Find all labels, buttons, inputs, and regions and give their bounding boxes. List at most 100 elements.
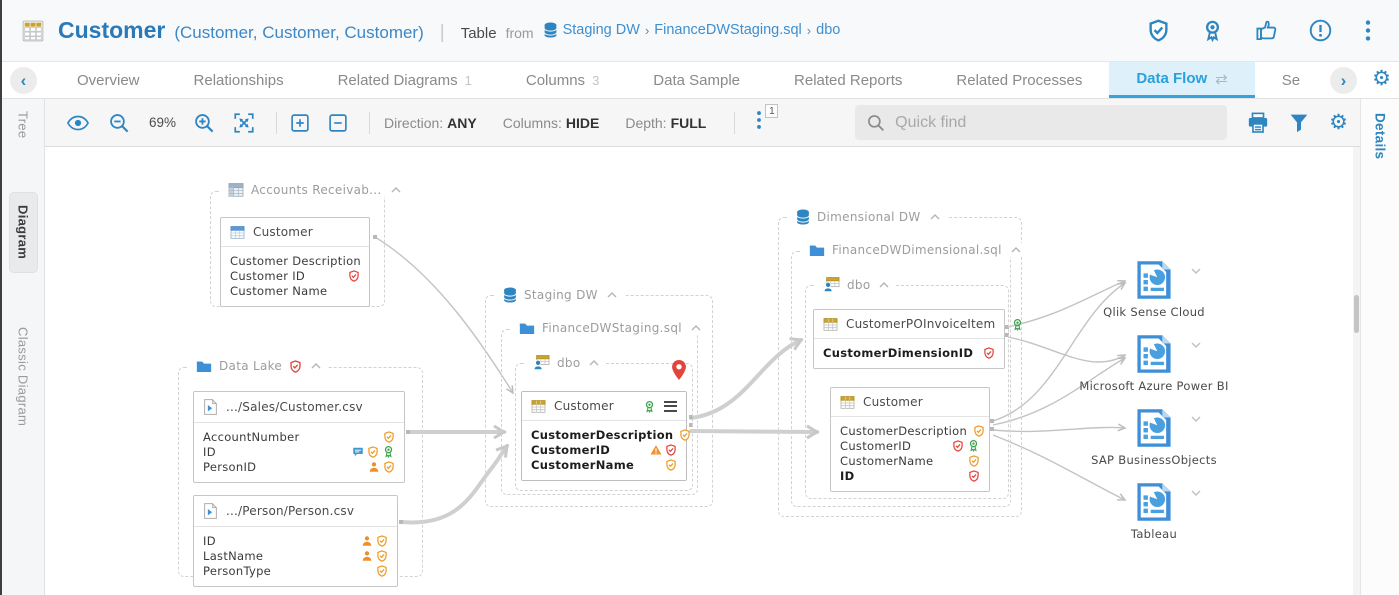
folder-icon bbox=[519, 322, 535, 335]
bi-node-tableau[interactable]: Tableau bbox=[1069, 481, 1239, 541]
page-title: Customer bbox=[58, 17, 166, 43]
quick-find-input[interactable] bbox=[895, 113, 1216, 132]
collapse-chevron-icon[interactable] bbox=[589, 360, 599, 366]
database-icon bbox=[543, 22, 558, 38]
details-panel-tab[interactable]: Details bbox=[1372, 113, 1388, 160]
node-sales-customer-csv[interactable]: .../Sales/Customer.csv AccountNumber ID … bbox=[193, 391, 405, 483]
expand-all-button[interactable] bbox=[291, 114, 309, 132]
bi-report-icon bbox=[1135, 259, 1173, 301]
collapse-chevron-icon[interactable] bbox=[391, 187, 401, 193]
object-type-label: Table bbox=[460, 25, 497, 42]
tabs-settings-gear-icon[interactable]: ⚙ bbox=[1372, 67, 1391, 90]
expand-chevron-icon[interactable] bbox=[1191, 335, 1201, 353]
bi-report-icon bbox=[1135, 333, 1173, 375]
breadcrumb-file[interactable]: FinanceDWStaging.sql bbox=[654, 22, 802, 38]
collapse-all-button[interactable] bbox=[329, 114, 347, 132]
edge-po-to-powerbi bbox=[1007, 336, 1127, 363]
node-dim-customer[interactable]: Customer CustomerDescription CustomerID … bbox=[830, 387, 990, 492]
more-options-button[interactable]: 1 bbox=[755, 104, 779, 135]
group-dimensional-dw: Dimensional DW bbox=[778, 209, 1022, 517]
zoom-in-button[interactable] bbox=[194, 113, 214, 133]
filter-button[interactable] bbox=[1289, 113, 1309, 133]
tab-data-sample[interactable]: Data Sample bbox=[653, 71, 741, 89]
collapse-chevron-icon[interactable] bbox=[607, 292, 617, 298]
depth-setting[interactable]: Depth:FULL bbox=[625, 114, 707, 131]
shield-red-icon bbox=[968, 470, 980, 482]
tab-settings-cut[interactable]: Se bbox=[1281, 71, 1301, 89]
tab-data-flow[interactable]: Data Flow⇄ bbox=[1109, 62, 1255, 98]
breadcrumb-separator: › bbox=[806, 22, 812, 38]
node-title: .../Person/Person.csv bbox=[226, 504, 355, 518]
title-divider: | bbox=[439, 22, 445, 43]
expand-chevron-icon[interactable] bbox=[1191, 261, 1201, 279]
group-finance-dw-dimensional: FinanceDWDimensional.sql bbox=[791, 243, 1028, 507]
page-title-aliases: (Customer, Customer, Customer) bbox=[174, 23, 424, 42]
print-button[interactable] bbox=[1247, 112, 1269, 134]
bi-node-label: SAP BusinessObjects bbox=[1091, 453, 1217, 467]
column-row: Customer ID bbox=[230, 268, 360, 283]
issues-icon[interactable] bbox=[1309, 19, 1332, 42]
tabs-scroll-left-button[interactable]: ‹ bbox=[10, 67, 37, 94]
csv-file-icon bbox=[203, 399, 218, 415]
node-ar-customer[interactable]: Customer Customer Description Customer I… bbox=[220, 217, 370, 307]
edge-dim-to-powerbi bbox=[992, 357, 1127, 426]
verified-shield-icon[interactable] bbox=[1147, 19, 1170, 42]
group-label: Staging DW bbox=[524, 288, 598, 302]
thumbs-up-icon[interactable] bbox=[1255, 19, 1278, 42]
breadcrumb-schema[interactable]: dbo bbox=[816, 22, 841, 38]
breadcrumb: Staging DW › FinanceDWStaging.sql › dbo bbox=[543, 22, 841, 38]
certification-badge-icon[interactable] bbox=[1201, 19, 1224, 42]
canvas-vertical-scrollbar[interactable] bbox=[1353, 147, 1360, 595]
column-row: Customer Description bbox=[230, 253, 362, 268]
node-title: Customer bbox=[554, 399, 614, 413]
award-green-icon bbox=[382, 445, 395, 458]
visibility-eye-button[interactable] bbox=[67, 115, 89, 131]
tab-overview[interactable]: Overview bbox=[77, 71, 140, 89]
toolbar-separator bbox=[369, 111, 371, 134]
zoom-out-button[interactable] bbox=[109, 113, 129, 133]
collapse-chevron-icon[interactable] bbox=[691, 325, 701, 331]
view-tab-diagram[interactable]: Diagram bbox=[8, 192, 38, 273]
tab-related-reports[interactable]: Related Reports bbox=[794, 71, 903, 89]
tabs-scroll-right-button[interactable]: › bbox=[1330, 67, 1357, 94]
view-tab-tree[interactable]: Tree bbox=[15, 111, 31, 139]
bi-node-sap-businessobjects[interactable]: SAP BusinessObjects bbox=[1069, 407, 1239, 467]
collapse-chevron-icon[interactable] bbox=[1011, 247, 1021, 253]
csv-file-icon bbox=[203, 503, 218, 519]
collapse-chevron-icon[interactable] bbox=[311, 363, 321, 369]
collapse-chevron-icon[interactable] bbox=[879, 282, 889, 288]
breadcrumb-database[interactable]: Staging DW bbox=[562, 22, 640, 38]
collapse-chevron-icon[interactable] bbox=[930, 214, 940, 220]
node-customer-po-invoice-item[interactable]: CustomerPOInvoiceItem CustomerDimensionI… bbox=[813, 309, 1005, 369]
scrollbar-thumb[interactable] bbox=[1354, 295, 1359, 333]
node-staging-customer[interactable]: Customer CustomerDescription CustomerID … bbox=[521, 391, 687, 481]
diagram-settings-gear-icon[interactable]: ⚙ bbox=[1329, 111, 1348, 134]
node-menu-icon[interactable] bbox=[664, 400, 677, 412]
warning-triangle-icon bbox=[650, 444, 662, 456]
view-tab-classic-diagram[interactable]: Classic Diagram bbox=[15, 326, 31, 426]
bi-node-label: Qlik Sense Cloud bbox=[1103, 305, 1205, 319]
kebab-icon bbox=[755, 110, 763, 130]
person-orange-icon bbox=[361, 550, 373, 562]
quick-find-box bbox=[855, 105, 1228, 140]
tab-related-processes[interactable]: Related Processes bbox=[956, 71, 1083, 89]
direction-setting[interactable]: Direction:ANY bbox=[384, 114, 477, 131]
comment-icon bbox=[352, 446, 364, 458]
bi-node-microsoft-azure-power-bi[interactable]: Microsoft Azure Power BI bbox=[1069, 333, 1239, 393]
edge-dim-to-qlik bbox=[992, 282, 1127, 422]
columns-setting[interactable]: Columns:HIDE bbox=[502, 114, 600, 131]
data-flow-canvas[interactable]: Accounts Receivab... Customer Customer D… bbox=[45, 147, 1360, 595]
bi-node-qlik-sense-cloud[interactable]: Qlik Sense Cloud bbox=[1069, 259, 1239, 319]
node-person-person-csv[interactable]: .../Person/Person.csv ID LastName Person… bbox=[193, 495, 398, 587]
application-table-icon bbox=[228, 183, 244, 197]
group-finance-dw-staging: FinanceDWStaging.sql bbox=[501, 321, 708, 495]
more-menu-icon[interactable] bbox=[1363, 19, 1373, 42]
group-staging-dbo: dbo bbox=[515, 355, 693, 491]
fit-to-screen-button[interactable] bbox=[234, 113, 254, 133]
tab-relationships[interactable]: Relationships bbox=[193, 71, 284, 89]
expand-chevron-icon[interactable] bbox=[1191, 409, 1201, 427]
folder-icon bbox=[809, 244, 825, 257]
expand-chevron-icon[interactable] bbox=[1191, 483, 1201, 501]
